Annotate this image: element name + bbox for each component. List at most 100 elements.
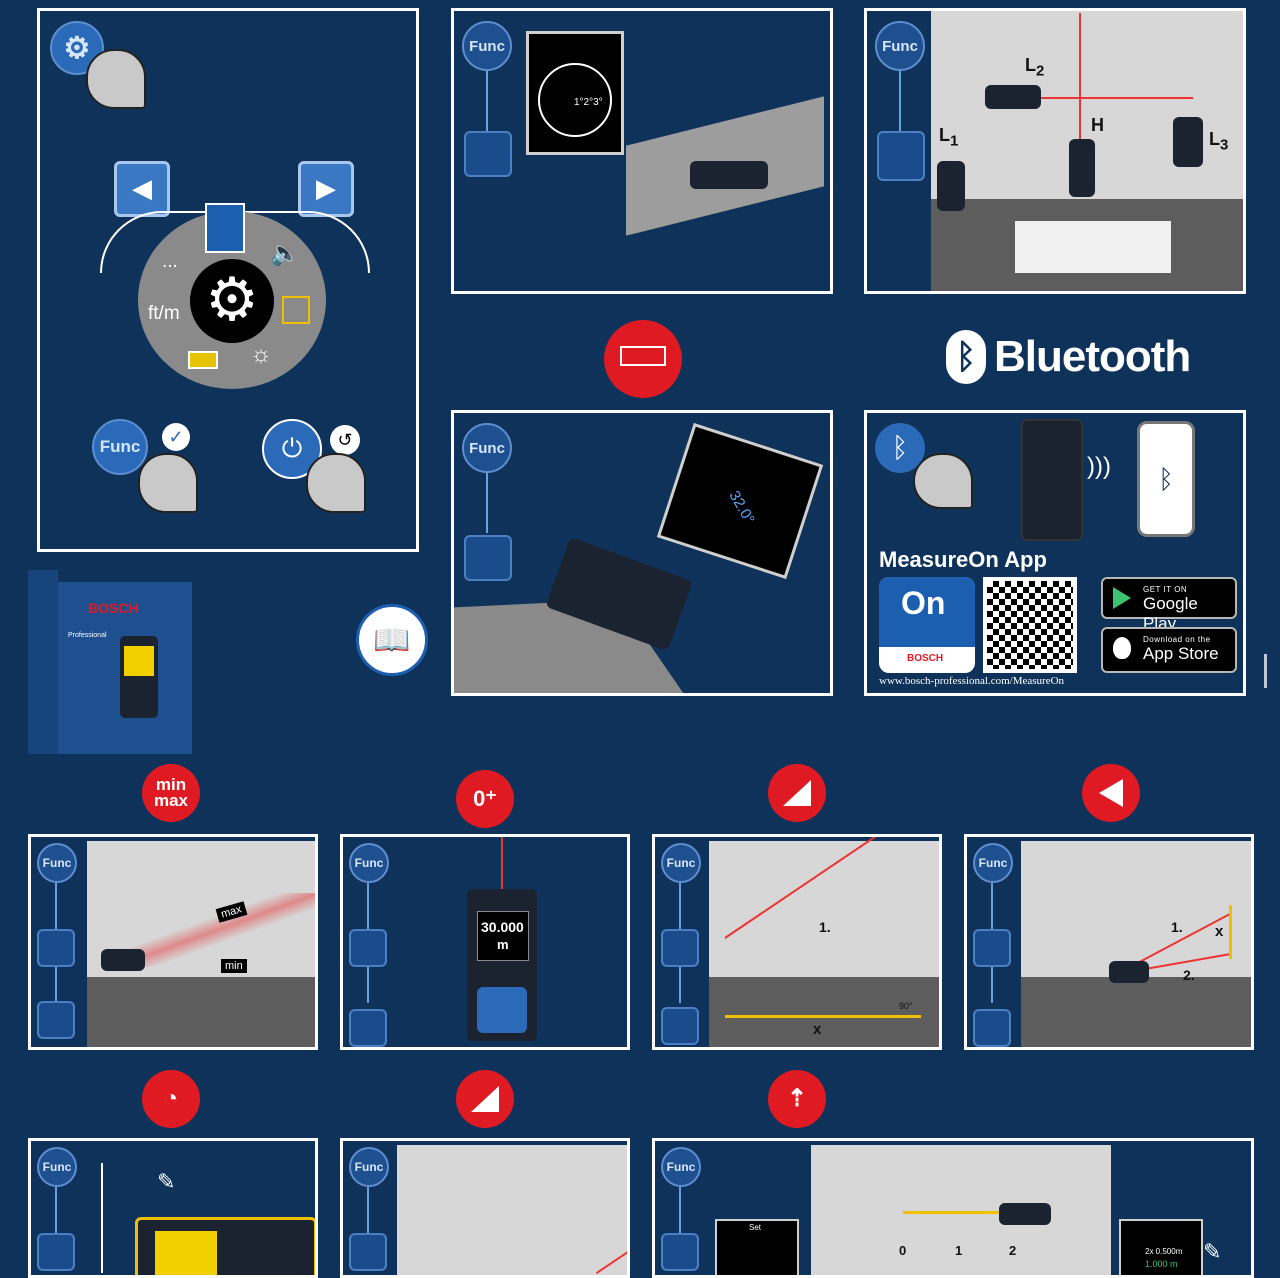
battery-icon <box>188 351 218 369</box>
qr-code[interactable] <box>983 577 1077 673</box>
product-box: BOSCH Professional <box>28 570 194 754</box>
scale-2: 2 <box>1009 1243 1017 1258</box>
stakeout-badge: ⇡ <box>768 1070 826 1128</box>
trapezoid-badge <box>1082 764 1140 822</box>
indirect-mode-icon <box>661 929 699 967</box>
back-power-button-icon[interactable]: ⏻ <box>262 419 322 479</box>
mode-line <box>367 1187 369 1247</box>
vibration-icon <box>282 296 310 324</box>
label-x: x <box>813 1021 822 1038</box>
device-h <box>1069 139 1095 197</box>
app-icon[interactable]: On BOSCH <box>879 577 975 673</box>
triangle-badge <box>456 1070 514 1128</box>
finger-press-icon <box>913 453 973 509</box>
distance-mode-icon <box>349 929 387 967</box>
value-line2: 1.000 m <box>1145 1259 1178 1269</box>
func-button[interactable]: Func <box>462 21 512 71</box>
arrow-right-button-icon[interactable]: ▶ <box>298 161 354 217</box>
pencil-icon: ✎ <box>1203 1239 1222 1264</box>
app-name: MeasureOn App <box>879 547 1047 572</box>
mode-line <box>679 1187 681 1247</box>
mode-line <box>486 71 488 131</box>
func-button[interactable]: Func <box>973 843 1013 883</box>
read-manual-icon: 📖 <box>356 604 428 676</box>
device-keypad <box>477 987 527 1033</box>
func-button[interactable]: Func <box>349 843 389 883</box>
min-max-badge: min max <box>142 764 200 822</box>
speaker-icon: 🔈 <box>270 240 300 267</box>
device-stakeout <box>999 1203 1051 1225</box>
func-button[interactable]: Func <box>875 21 925 71</box>
mode-line <box>899 71 901 131</box>
func-button[interactable]: Func <box>462 423 512 473</box>
tape-measure-panel: Func ✎ <box>28 1138 318 1278</box>
product-box-device-screen <box>124 646 154 676</box>
room-illustration <box>397 1145 627 1275</box>
finger-press-icon <box>306 453 366 513</box>
app-store-badge[interactable]: Download on the App Store <box>1101 627 1237 673</box>
signal-waves-icon: ))) <box>1087 453 1111 480</box>
tape-measure-badge: ◔ <box>142 1070 200 1128</box>
app-store-small: Download on the <box>1143 635 1211 644</box>
func-button[interactable]: Func <box>661 843 701 883</box>
bluetooth-icon: ᛒ <box>946 330 986 384</box>
pencil-icon: ✎ <box>157 1169 176 1194</box>
mode-line <box>55 1187 57 1247</box>
func-button[interactable]: Func <box>37 843 77 883</box>
device-sweep <box>101 949 145 971</box>
laser-dot-line <box>501 837 503 889</box>
measure-mode-icon <box>205 203 245 253</box>
app-url[interactable]: www.bosch-professional.com/MeasureOn <box>879 675 1065 687</box>
label-l3: L3 <box>1209 129 1229 154</box>
indirect-mode-icon <box>973 929 1011 967</box>
distance-mode-icon <box>37 1233 75 1271</box>
product-box-side <box>28 570 58 754</box>
func-confirm-button[interactable]: Func <box>92 419 148 475</box>
bluetooth-app-panel: ᛒ ))) ᛒ MeasureOn App On BOSCH GET IT ON… <box>864 410 1246 696</box>
smartphone-icon: ᛒ <box>1137 421 1195 537</box>
device-l1 <box>937 161 965 211</box>
right-triangle-icon <box>471 1086 499 1112</box>
room-illustration <box>811 1145 1111 1275</box>
app-store-big: App Store <box>1143 644 1219 663</box>
device-l3 <box>1173 117 1203 167</box>
app-icon-text: On <box>901 585 946 621</box>
scale-0: 0 <box>899 1243 907 1258</box>
device-bluetooth <box>1021 419 1083 541</box>
min-max-panel: Func max min <box>28 834 318 1050</box>
indirect-height-panel: Func 1. x 90° <box>652 834 942 1050</box>
func-button[interactable]: Func <box>349 1147 389 1187</box>
continuous-mode-icon <box>349 1009 387 1047</box>
room-measure-panel: Func L1 L2 H L3 <box>864 8 1246 294</box>
finger-press-icon <box>86 49 146 109</box>
arrow-left-button-icon[interactable]: ◀ <box>114 161 170 217</box>
settings-gear-icon[interactable]: ⚙ <box>50 21 104 75</box>
double-indirect-panel: Func 1. 2. x <box>964 834 1254 1050</box>
triangle-panel: Func <box>340 1138 630 1278</box>
mode-line <box>486 473 488 533</box>
laser-line-h <box>1079 13 1081 153</box>
triangle-mode-icon <box>973 1009 1011 1047</box>
label-h: H <box>1091 115 1104 135</box>
label-one: 1. <box>819 919 831 935</box>
stakeout-panel: Func 0 1 2 Set 2x 0.500m 1.000 m ✎ <box>652 1138 1254 1278</box>
yellow-vertical <box>1229 905 1232 959</box>
display-unit: m <box>497 937 509 952</box>
finger-press-icon <box>138 453 198 513</box>
device-tape-screen <box>155 1231 217 1275</box>
level-mode-icon <box>464 131 512 177</box>
reference-line <box>101 1163 103 1273</box>
right-triangle-mode-icon <box>661 1007 699 1045</box>
func-button[interactable]: Func <box>661 1147 701 1187</box>
func-button[interactable]: Func <box>37 1147 77 1187</box>
level-badge-icon <box>620 346 666 366</box>
label-one: 1. <box>1171 919 1183 935</box>
room-floor <box>1021 977 1251 1047</box>
scroll-indicator[interactable] <box>1264 654 1267 688</box>
level-table-panel: Func 1°2°3° <box>451 8 833 294</box>
yellow-baseline <box>725 1015 921 1018</box>
device-screen <box>477 911 529 961</box>
label-l1: L1 <box>939 125 959 150</box>
level-mode-icon <box>464 535 512 581</box>
room-mode-icon <box>877 131 925 181</box>
